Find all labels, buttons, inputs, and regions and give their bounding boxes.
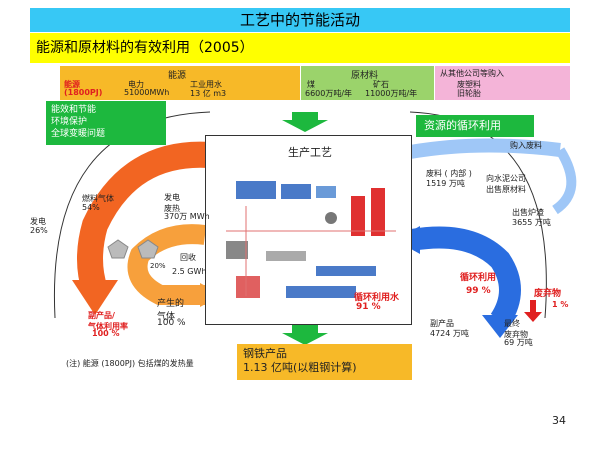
- byproduct-gas-pct: 100 %: [92, 329, 120, 338]
- raw-material-box: 原材料 煤 6600万吨/年 矿石 11000万吨/年: [301, 66, 434, 100]
- raw-header: 原材料: [351, 71, 379, 81]
- process-diagram: 生产工艺 循环利用水 91 %: [205, 135, 412, 325]
- waste-label: 废弃物: [534, 289, 562, 299]
- byproduct-gas-label: 副产品/ 气体利用率: [88, 311, 128, 331]
- fuel-gas-pct: 54%: [82, 203, 100, 212]
- page-number: 34: [552, 414, 566, 427]
- waste-pct: 1 %: [552, 300, 569, 309]
- page-title: 工艺中的节能活动: [30, 8, 570, 32]
- recycled-water-label: 循环利用水: [354, 293, 400, 303]
- slag-sale-label: 出售炉渣: [512, 208, 544, 217]
- buy-waste-label: 购入废料: [510, 141, 542, 150]
- purchase-header: 从其他公司等购入: [440, 69, 504, 78]
- recycle-use-label: 循环利用: [460, 273, 497, 283]
- fuel-gas-label: 燃料气体: [82, 194, 114, 203]
- note-line-2: 环境保护: [51, 117, 88, 127]
- percent-20: 20%: [150, 262, 166, 270]
- purchase-item-tire: 旧轮胎: [457, 89, 481, 98]
- recycle-title: 资源的循环利用: [416, 115, 534, 137]
- purchase-box: 从其他公司等购入 废塑料 旧轮胎: [435, 66, 570, 100]
- process-illustration: [226, 181, 396, 298]
- process-title: 生产工艺: [288, 146, 332, 159]
- recycled-water-pct: 91 %: [356, 302, 381, 312]
- cement-sale-label: 向水泥公司 出售原材料: [486, 174, 526, 194]
- recycle-use-pct: 99 %: [466, 286, 491, 296]
- power-gen-label: 发电: [30, 217, 46, 226]
- energy-footnote: (注) 能源 (1800PJ) 包括煤的发热量: [66, 359, 194, 368]
- orange-flow-arc: [77, 141, 211, 295]
- water-label: 工业用水: [190, 80, 222, 89]
- scrap-value: 1519 万吨: [426, 179, 465, 188]
- energy-input-box: 能源 能源 (1800PJ) 电力 51000MWh 工业用水 13 亿 m3: [60, 66, 300, 100]
- steel-product-label: 钢铁产品: [243, 347, 287, 360]
- recovery-label: 回收: [180, 253, 196, 262]
- green-note-box: 能效和节能 环境保护 全球变暖问题: [46, 101, 166, 145]
- ore-value: 11000万吨/年: [365, 89, 418, 98]
- coal-value: 6600万吨/年: [305, 89, 353, 98]
- electricity-value: 51000MWh: [124, 88, 170, 97]
- down-arrow-bottom: [282, 325, 328, 345]
- waste-heat-value: 370万 MWh: [164, 212, 210, 221]
- power-gen-pct: 26%: [30, 226, 48, 235]
- energy-total-label: 能源: [64, 80, 80, 89]
- slag-sale-value: 3655 万吨: [512, 218, 551, 227]
- steel-product-value: 1.13 亿吨(以粗钢计算): [243, 361, 357, 374]
- generated-gas-label: 产生的 气体: [157, 299, 185, 322]
- purchase-item-plastic: 废塑料: [457, 80, 481, 89]
- generated-gas-pct: 100 %: [157, 318, 186, 328]
- note-line-1: 能效和节能: [51, 105, 97, 115]
- water-value: 13 亿 m3: [190, 89, 227, 98]
- page-subtitle: 能源和原材料的有效利用（2005）: [30, 33, 570, 63]
- electricity-label: 电力: [128, 80, 144, 89]
- final-waste-label: 最终 废弃物: [504, 319, 528, 339]
- down-arrow-top: [282, 112, 328, 132]
- scrap-label: 废料 ( 内部 ): [426, 169, 472, 178]
- energy-header: 能源: [168, 71, 187, 81]
- ore-label: 矿石: [373, 80, 389, 89]
- waste-heat-label: 发电 废热: [164, 193, 180, 213]
- byproduct-label: 副产品: [430, 319, 454, 328]
- steel-product-box: 钢铁产品 1.13 亿吨(以粗钢计算): [237, 344, 412, 380]
- energy-total-value: (1800PJ): [64, 88, 103, 97]
- recovery-value: 2.5 GWh: [172, 267, 207, 276]
- blue-flow-arc: [410, 226, 521, 327]
- orange-loop: [127, 224, 207, 305]
- coal-label: 煤: [307, 80, 315, 89]
- note-line-3: 全球变暖问题: [51, 129, 106, 139]
- final-waste-value: 69 万吨: [504, 338, 533, 347]
- byproduct-value: 4724 万吨: [430, 329, 469, 338]
